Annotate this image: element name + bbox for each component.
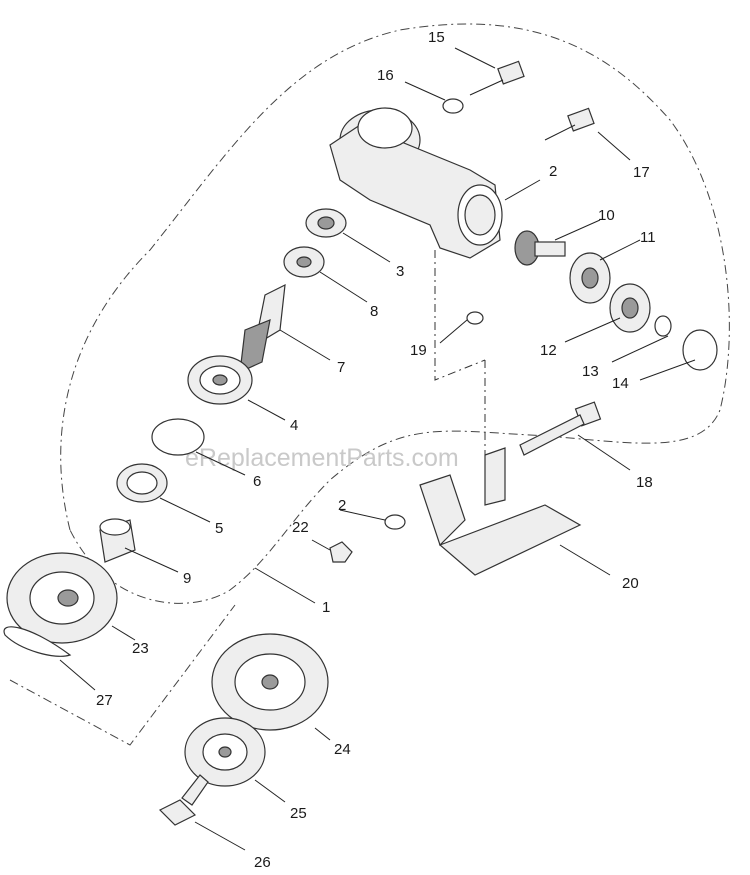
callout-8: 8 — [370, 303, 378, 320]
callout-11: 11 — [640, 229, 656, 246]
watermark: eReplacementParts.com — [185, 444, 459, 472]
callout-16: 16 — [377, 67, 394, 84]
shaft-axis — [434, 250, 486, 381]
bearing-5 — [116, 463, 168, 503]
washer-2 — [384, 514, 406, 530]
bearing-4 — [187, 355, 253, 405]
alternate-parts-outline — [9, 604, 236, 746]
bolt-18 — [519, 401, 602, 456]
callout-10: 10 — [598, 207, 615, 224]
callout-17: 17 — [633, 164, 650, 181]
callout-23: 23 — [132, 640, 149, 657]
gear-8 — [283, 246, 325, 278]
callout-7: 7 — [337, 359, 345, 376]
callout-26: 26 — [254, 854, 271, 871]
callout-20: 20 — [622, 575, 639, 592]
leader-lines — [59, 47, 696, 851]
pulley-23 — [6, 552, 118, 644]
bolt-26 — [158, 774, 209, 826]
pulley-25 — [184, 717, 266, 787]
callout-4: 4 — [290, 417, 298, 434]
bearing-11 — [569, 252, 611, 304]
pulley-24 — [211, 633, 329, 731]
callout-5: 5 — [215, 520, 223, 537]
callout-13: 13 — [582, 363, 599, 380]
snap-ring-6 — [151, 418, 205, 456]
callout-3: 3 — [396, 263, 404, 280]
bearing-12 — [609, 283, 651, 333]
callout-2-top: 2 — [549, 163, 557, 180]
callout-18: 18 — [636, 474, 653, 491]
spacer-9 — [99, 518, 136, 563]
washer-16 — [442, 98, 464, 114]
retaining-ring-14 — [682, 329, 718, 371]
callout-6: 6 — [253, 473, 261, 490]
callout-1: 1 — [322, 599, 330, 616]
callout-9: 9 — [183, 570, 191, 587]
assembly-outline — [60, 23, 730, 604]
callout-2-bottom: 2 — [338, 497, 346, 514]
callout-22: 22 — [292, 519, 309, 536]
callout-25: 25 — [290, 805, 307, 822]
gear-housing — [329, 107, 503, 259]
pinion-10 — [514, 230, 566, 266]
callout-15: 15 — [428, 29, 445, 46]
callout-12: 12 — [540, 342, 557, 359]
screw-17 — [544, 107, 595, 141]
washer-13 — [654, 315, 672, 337]
nut-22 — [329, 541, 353, 563]
clip-19 — [466, 311, 484, 325]
callout-27: 27 — [96, 692, 113, 709]
callout-14: 14 — [612, 375, 629, 392]
mounting-bracket-20 — [419, 447, 582, 576]
screw-15 — [469, 60, 525, 96]
bearing-3 — [305, 208, 347, 238]
callout-24: 24 — [334, 741, 351, 758]
shaft-7 — [239, 283, 286, 373]
hairpin-27 — [3, 626, 72, 657]
callout-19: 19 — [410, 342, 427, 359]
